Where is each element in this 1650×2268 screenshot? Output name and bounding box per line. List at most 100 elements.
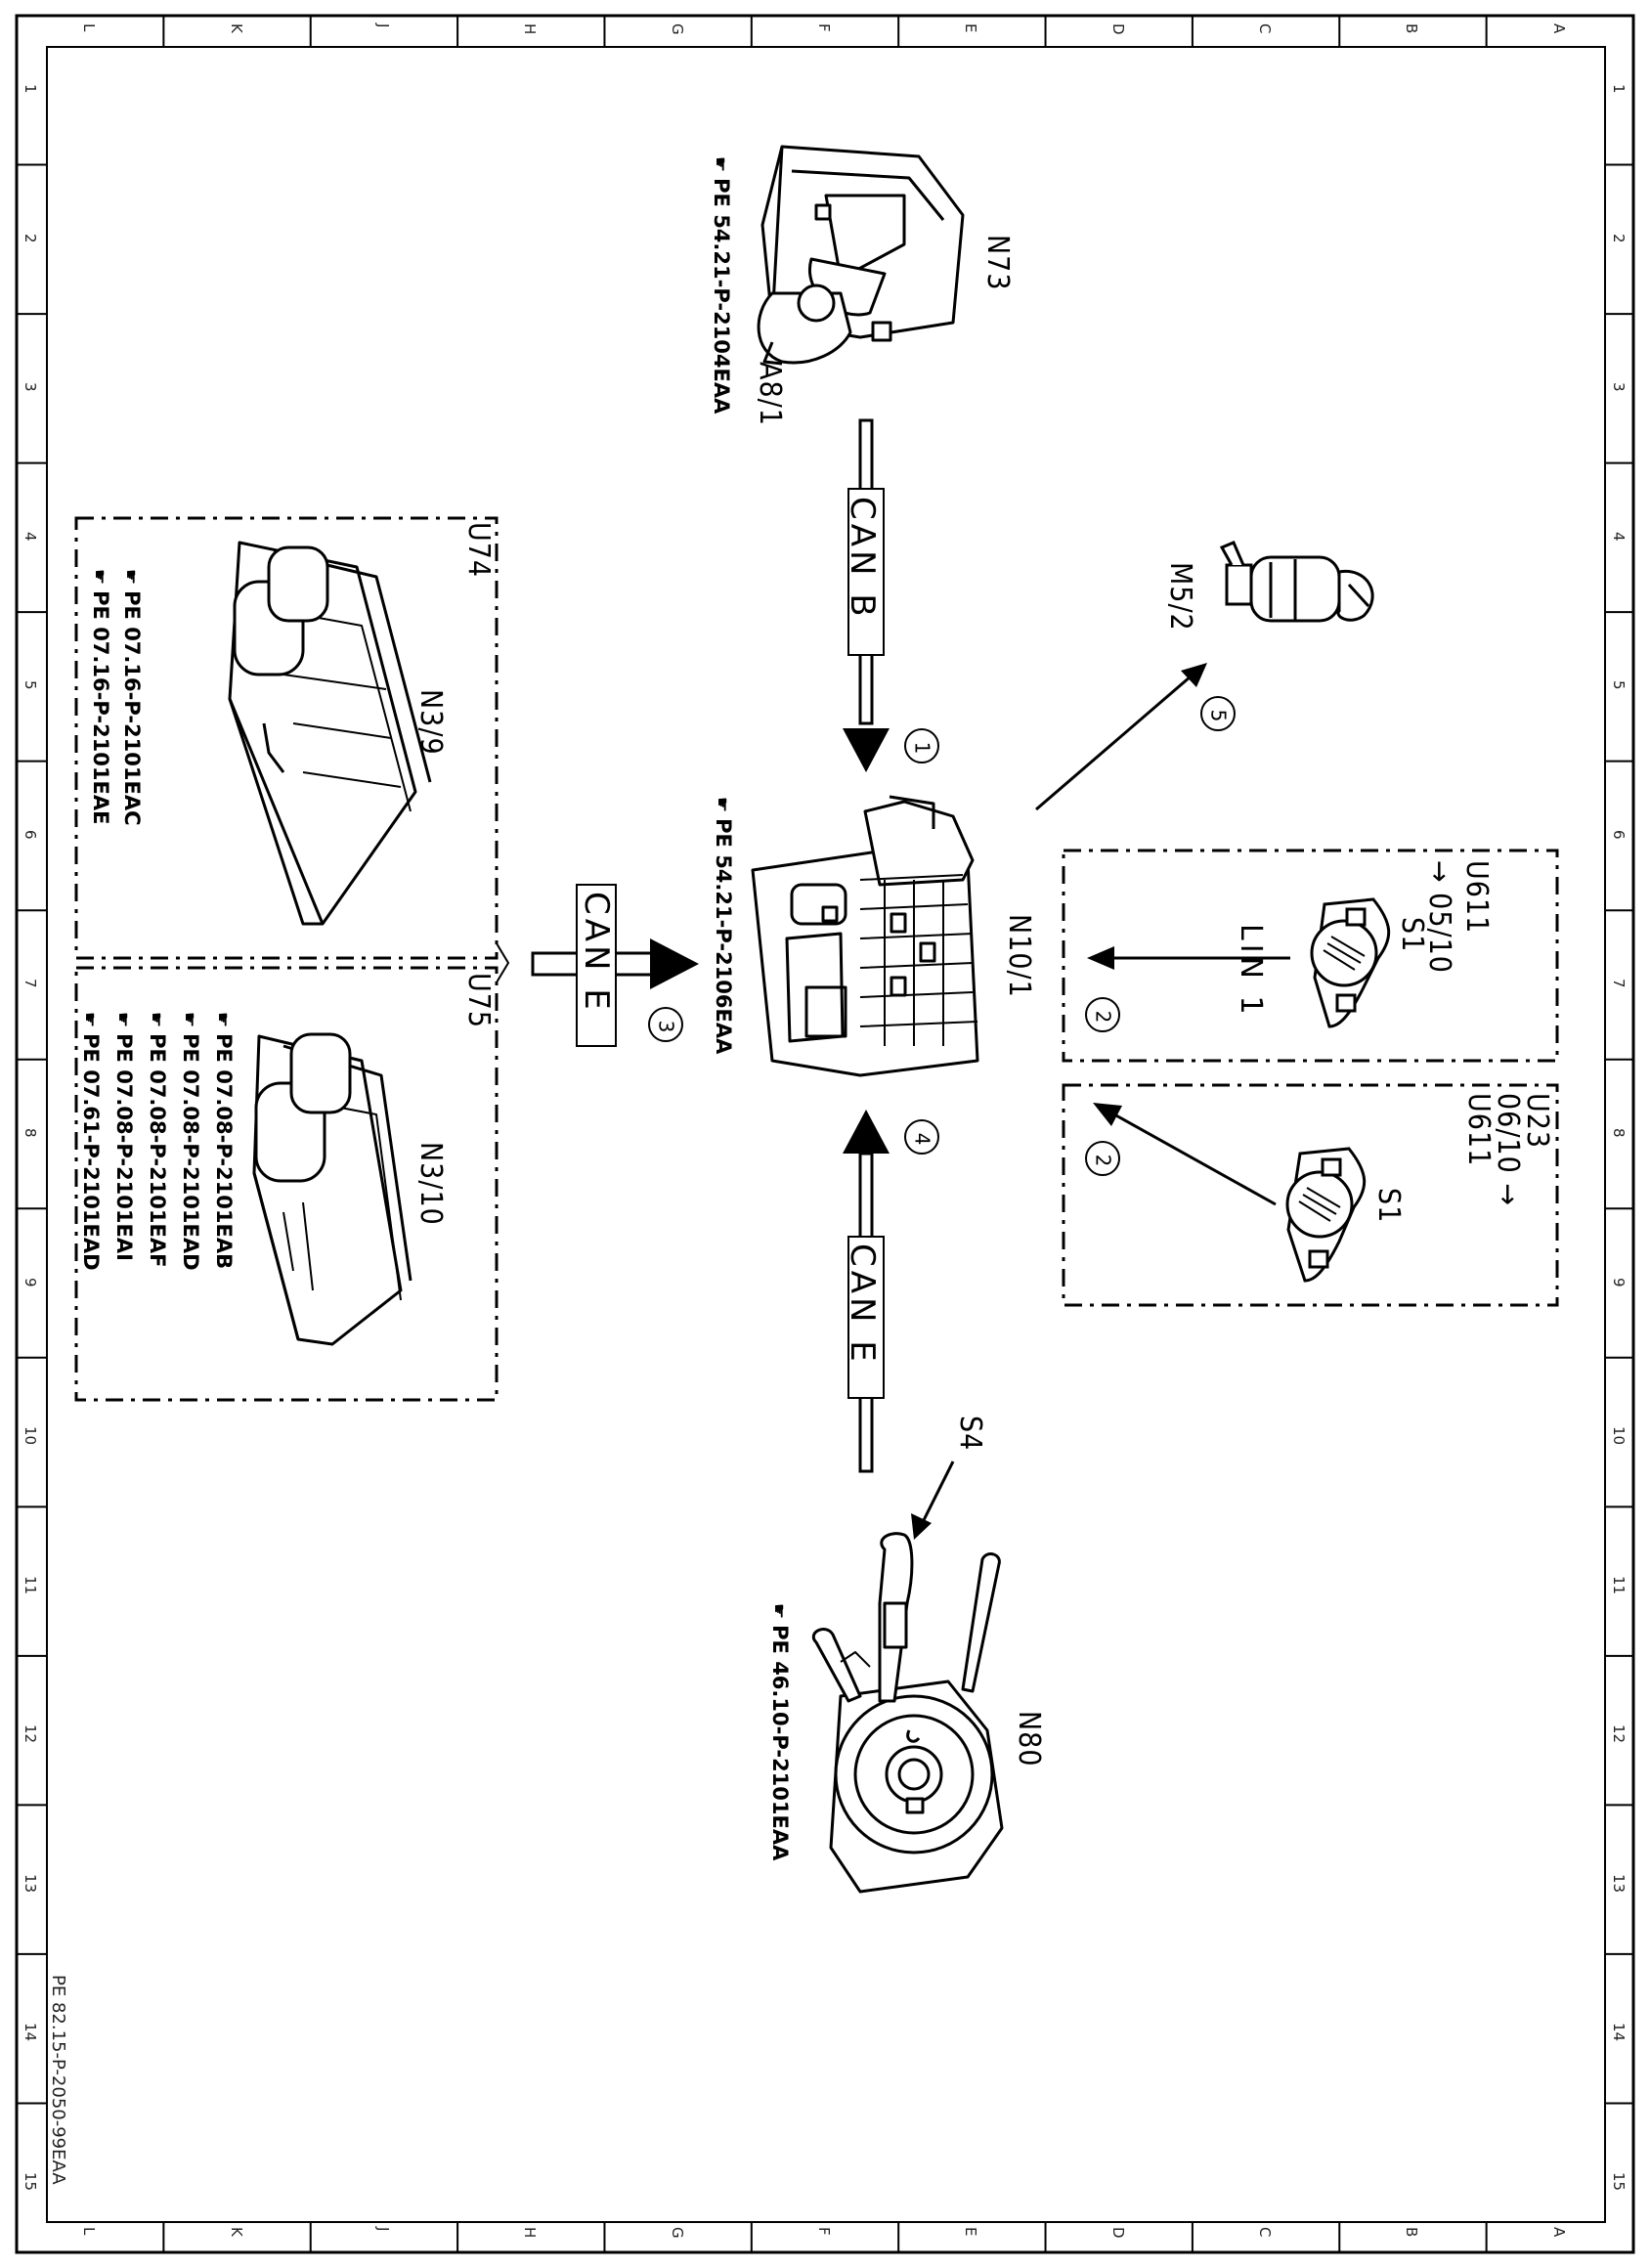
label-u74: U74 <box>461 522 496 579</box>
row-label: 1 <box>1610 84 1628 94</box>
column-label: L <box>80 2227 99 2236</box>
reference-icon: ☛ <box>710 156 730 173</box>
lin-1-arrowhead <box>1087 946 1114 970</box>
inner-frame <box>46 46 1606 2223</box>
label-u611-upper: U611 <box>1459 860 1494 935</box>
row-label: 4 <box>22 531 39 542</box>
row-label: 14 <box>22 2023 39 2042</box>
label-u611-lower-model: 06/10 → <box>1491 1093 1525 1206</box>
m5-2-arrowhead <box>1181 663 1207 687</box>
callout-3: 3 <box>648 1007 683 1042</box>
row-label: 4 <box>1610 531 1628 542</box>
row-label: 5 <box>22 680 39 690</box>
row-label: 9 <box>1610 1277 1628 1287</box>
row-label: 11 <box>22 1575 39 1594</box>
label-lin-1: LIN 1 <box>1234 924 1268 1019</box>
n3-9-ecu <box>228 541 432 926</box>
n80-steering-module <box>811 1532 1004 1894</box>
column-label: G <box>668 2227 686 2239</box>
column-label: D <box>1108 23 1127 35</box>
can-b-arrowhead <box>843 728 890 772</box>
m5-2-line <box>1035 675 1192 811</box>
label-u611-lower: U611 <box>1461 1093 1496 1167</box>
s1-upper-sensor <box>1310 897 1391 1028</box>
outer-frame <box>15 14 1635 2254</box>
ref-u75-item: ☛PE 07.08-P-2101EAI <box>112 1012 136 1261</box>
row-label: 10 <box>1610 1426 1628 1446</box>
n3-10-ecu <box>252 1032 412 1346</box>
column-label: A <box>1549 23 1568 34</box>
can-e-bottom-label-box <box>847 1236 885 1399</box>
row-label: 12 <box>22 1724 39 1744</box>
callout-4: 4 <box>904 1119 939 1155</box>
reference-icon: ☛ <box>112 1012 133 1028</box>
row-label: 14 <box>1610 2023 1628 2042</box>
n10-1-module <box>751 795 979 1077</box>
column-label: B <box>1403 23 1421 34</box>
label-can-e-left: CAN E <box>577 892 616 1014</box>
u23-line <box>1113 1112 1277 1206</box>
ref-n73-text: PE 54.21-P-2104EAA <box>710 178 733 414</box>
row-label: 1 <box>22 84 39 94</box>
callout-1: 1 <box>904 728 939 763</box>
reference-icon: ☛ <box>120 569 141 586</box>
reference-icon: ☛ <box>212 1012 233 1028</box>
label-n73: N73 <box>980 235 1015 291</box>
callout-2-lower: 2 <box>1085 1141 1120 1176</box>
label-u75: U75 <box>461 973 496 1029</box>
row-label: 5 <box>1610 680 1628 690</box>
ref-u74-item: ☛PE 07.16-P-2101EAE <box>89 569 112 825</box>
s4-pointer-arrowhead <box>911 1513 932 1540</box>
column-label: F <box>815 23 833 32</box>
column-label: F <box>815 2227 833 2236</box>
row-label: 8 <box>22 1128 39 1138</box>
u74-box <box>74 516 499 960</box>
u74-u75-bracket <box>496 942 510 983</box>
u611-upper-box <box>1062 849 1559 1063</box>
ref-n80: ☛PE 46.10-P-2101EAA <box>768 1603 792 1860</box>
row-label: 15 <box>1610 2171 1628 2191</box>
u75-box <box>74 966 499 1402</box>
column-label: L <box>80 23 99 32</box>
label-u23: U23 <box>1520 1093 1554 1150</box>
label-s1-upper: S1 <box>1395 917 1429 953</box>
ref-u75-list: ☛PE 07.08-P-2101EAB ☛PE 07.08-P-2101EAD … <box>73 1012 239 1271</box>
ref-u75-item: ☛PE 07.08-P-2101EAB <box>212 1012 236 1270</box>
row-label: 6 <box>22 829 39 840</box>
row-label: 2 <box>1610 233 1628 243</box>
label-n3-9: N3/9 <box>413 689 448 756</box>
row-label: 13 <box>1610 1873 1628 1893</box>
row-label: 11 <box>1610 1575 1628 1594</box>
reference-icon: ☛ <box>179 1012 199 1028</box>
ref-u74-item: ☛PE 07.16-P-2101EAC <box>120 569 144 826</box>
ref-n10-1-text: PE 54.21-P-2106EAA <box>712 818 735 1055</box>
row-label: 2 <box>22 233 39 243</box>
row-label: 13 <box>22 1873 39 1893</box>
column-label: E <box>962 23 980 33</box>
reference-icon: ☛ <box>79 1012 100 1028</box>
m5-2-motor <box>1219 541 1374 623</box>
row-label: 7 <box>1610 979 1628 988</box>
column-label: J <box>373 2227 392 2232</box>
ref-n73: ☛ PE 54.21-P-2104EAA <box>710 156 733 414</box>
column-label: J <box>373 23 392 28</box>
column-label: K <box>227 2227 245 2237</box>
label-m5-2: M5/2 <box>1163 562 1197 632</box>
column-label: C <box>1256 23 1275 34</box>
column-label: E <box>962 2227 980 2237</box>
s4-pointer-line <box>922 1461 955 1521</box>
row-label: 6 <box>1610 829 1628 840</box>
label-a8-1: A8/1 <box>753 362 787 426</box>
callout-5: 5 <box>1200 696 1236 731</box>
can-e-bottom-arrowhead <box>843 1110 890 1154</box>
u23-lower-box <box>1062 1083 1559 1307</box>
row-label: 10 <box>22 1426 39 1446</box>
u23-arrowhead <box>1093 1103 1122 1126</box>
callout-2-upper: 2 <box>1085 997 1120 1032</box>
column-label: H <box>521 23 540 35</box>
column-label: K <box>227 23 245 33</box>
reference-icon: ☛ <box>89 569 109 586</box>
row-label: 8 <box>1610 1128 1628 1138</box>
